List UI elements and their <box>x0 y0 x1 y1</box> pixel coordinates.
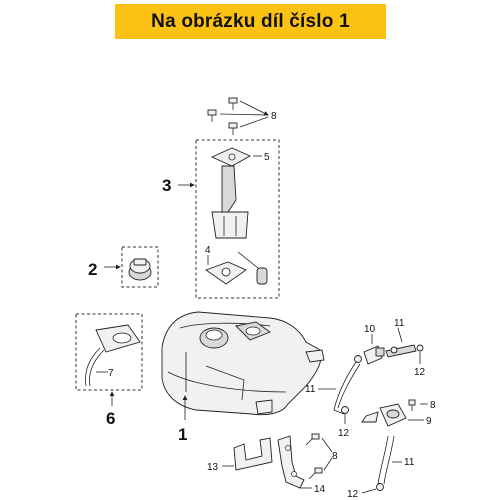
bolt-group-top <box>207 97 269 135</box>
callout-13: 13 <box>207 462 219 473</box>
callout-3: 3 <box>162 176 171 195</box>
callout-1: 1 <box>178 425 187 444</box>
callout-5: 5 <box>264 152 270 163</box>
fuel-tank <box>161 311 325 416</box>
callout-6: 6 <box>106 409 115 428</box>
callout-11-top: 11 <box>394 318 405 329</box>
fuel-cap <box>128 258 152 281</box>
callout-8-bracket: 8 <box>332 451 338 462</box>
callout-8-top: 8 <box>271 111 277 122</box>
fuel-level-sender <box>205 147 268 285</box>
callout-12-right: 12 <box>414 367 426 378</box>
bolt-top-1 <box>228 97 238 110</box>
callout-12-mid: 12 <box>338 428 350 439</box>
page-title: Na obrázku díl číslo 1 <box>151 10 350 32</box>
filler-seal <box>85 324 141 387</box>
callout-8-tap: 8 <box>430 400 436 411</box>
callout-14: 14 <box>314 484 326 495</box>
callout-10: 10 <box>364 324 376 335</box>
callout-9: 9 <box>426 416 432 427</box>
bracket-14 <box>277 435 305 489</box>
bolt-group-bracket <box>305 433 333 480</box>
sender-assembly-box <box>195 139 280 299</box>
page-title-banner: Na obrázku díl číslo 1 <box>115 4 386 39</box>
leader-11-top <box>397 327 403 343</box>
callout-7: 7 <box>108 368 114 379</box>
filler-seal-box <box>75 313 143 391</box>
bolt-top-2 <box>207 109 217 122</box>
bolt-top-3 <box>228 122 238 135</box>
fuel-line-assembly <box>333 344 424 491</box>
leader-12-bottom <box>361 488 377 494</box>
callout-12-bottom: 12 <box>347 489 359 500</box>
fuel-cap-box <box>121 246 159 288</box>
callout-11-bottom: 11 <box>404 457 415 468</box>
callout-11-left: 11 <box>305 384 316 395</box>
bracket-13 <box>233 437 273 471</box>
callout-2: 2 <box>88 260 97 279</box>
callout-4: 4 <box>205 245 211 256</box>
